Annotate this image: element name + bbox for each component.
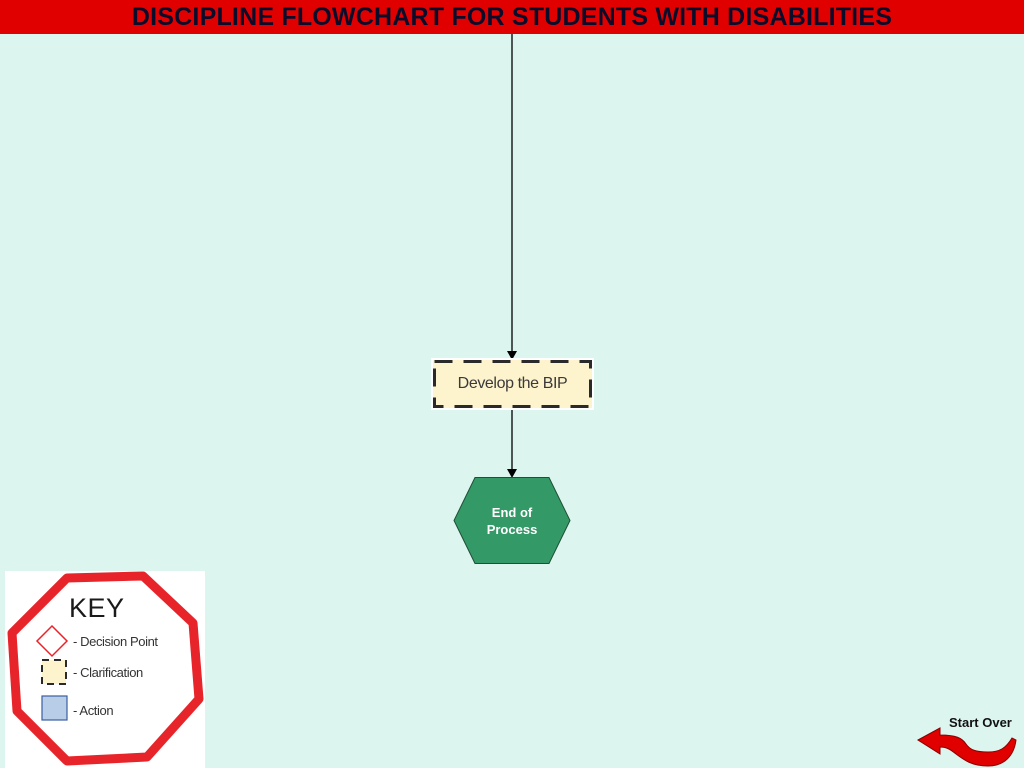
end-of-process-label: End of Process [453,477,571,564]
page-title: DISCIPLINE FLOWCHART FOR STUDENTS WITH D… [131,2,893,31]
blue-square-icon [37,695,68,725]
arrowhead-bip [507,351,517,360]
key-title: KEY [69,593,125,623]
dashed-square-icon [37,657,67,687]
diamond-icon [35,624,69,658]
key-item-action: - Action [37,695,114,725]
dashed-border [433,360,592,408]
develop-bip-box[interactable]: Develop the BIP [431,358,594,410]
key-label-clarification: - Clarification [73,664,143,680]
hexagon-shape [453,477,571,564]
develop-bip-label: Develop the BIP [457,375,568,392]
key-label-decision: - Decision Point [73,633,158,649]
title-bar: DISCIPLINE FLOWCHART FOR STUDENTS WITH D… [0,0,1024,34]
end-line-2: Process [486,521,538,537]
start-over-label: Start Over [949,715,1012,730]
u-turn-arrow-icon [917,727,1017,767]
key-label-action: - Action [73,702,114,718]
start-over-button[interactable]: Start Over [912,712,1024,768]
end-of-process-hexagon[interactable]: End of Process [453,477,571,564]
key-item-clarification: - Clarification [37,657,143,687]
key-item-decision: - Decision Point [35,624,158,658]
key-legend: KEY - Decision Point - Clarification [5,571,205,768]
end-line-1: End of [491,504,533,520]
